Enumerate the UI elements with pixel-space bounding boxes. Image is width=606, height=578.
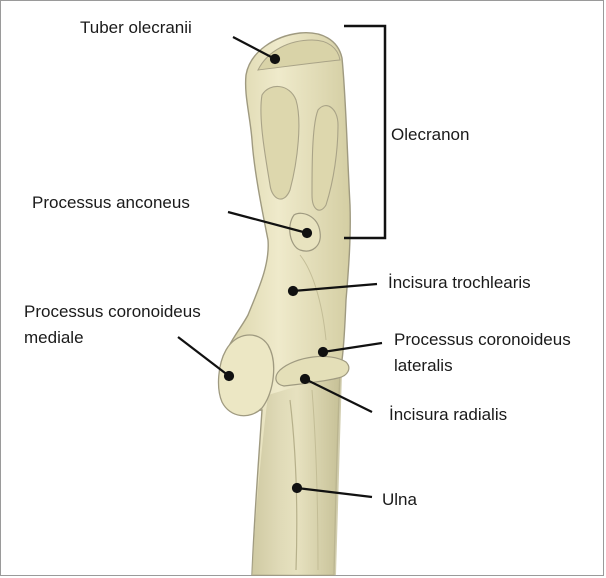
label-incisura-trochlearis: İncisura trochlearis (388, 272, 531, 294)
label-processus-coronoideus-lateralis-line2: lateralis (394, 355, 453, 377)
dot-ulna (293, 484, 301, 492)
dot-processus-coronoideus-lateralis (319, 348, 327, 356)
dot-incisura-radialis (301, 375, 309, 383)
label-olecranon: Olecranon (391, 124, 469, 146)
label-processus-coronoideus-mediale-line1: Processus coronoideus (24, 301, 201, 323)
label-ulna: Ulna (382, 489, 417, 511)
label-processus-coronoideus-mediale-line2: mediale (24, 327, 84, 349)
label-processus-anconeus: Processus anconeus (32, 192, 190, 214)
dot-processus-anconeus (303, 229, 311, 237)
label-processus-coronoideus-lateralis-line1: Processus coronoideus (394, 329, 571, 351)
dot-processus-coronoideus-mediale (225, 372, 233, 380)
label-tuber-olecranii: Tuber olecranii (80, 17, 192, 39)
dot-incisura-trochlearis (289, 287, 297, 295)
dot-tuber-olecranii (271, 55, 279, 63)
label-incisura-radialis: İncisura radialis (389, 404, 507, 426)
leader-processus-coronoideus-mediale (178, 337, 229, 376)
